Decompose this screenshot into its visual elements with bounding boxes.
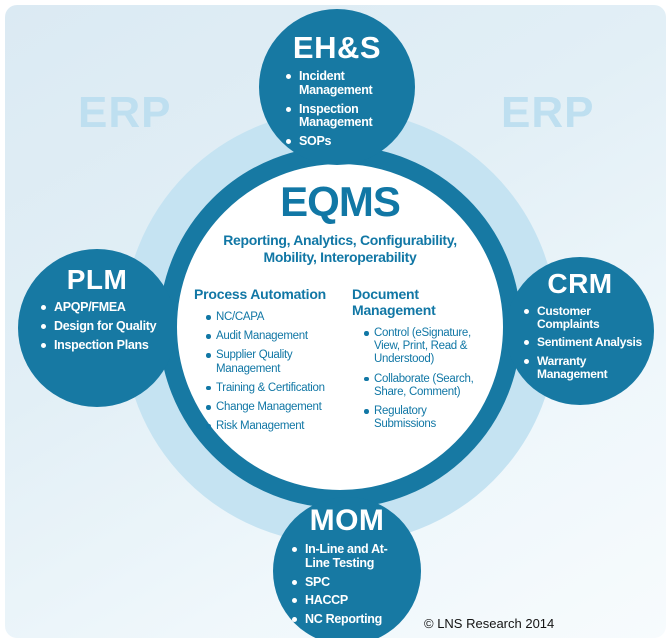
list-item: APQP/FMEA [41, 300, 165, 315]
satellite-plm-title: PLM [66, 264, 128, 295]
list-item: Inspection Management [286, 102, 398, 131]
eqms-core-content: EQMS Reporting, Analytics, Configurabili… [170, 181, 510, 440]
list-item: Training & Certification [206, 382, 352, 395]
erp-watermark-left: ERP [78, 88, 172, 137]
eqms-title: EQMS [280, 178, 401, 225]
list-item: Sentiment Analysis [524, 336, 650, 349]
list-item: SOPs [286, 134, 398, 149]
eqms-columns: Process Automation NC/CAPA Audit Manageme… [170, 286, 510, 440]
satellite-crm-title: CRM [547, 268, 613, 299]
list-item: Warranty Management [524, 354, 650, 381]
list-item: Customer Complaints [524, 304, 650, 331]
copyright-text: © LNS Research 2014 [424, 616, 555, 631]
column-process-automation: Process Automation NC/CAPA Audit Manageme… [194, 286, 352, 440]
column-header: Process Automation [194, 286, 327, 303]
erp-watermark-right: ERP [501, 88, 595, 137]
list-item: Collaborate (Search, Share, Comment) [364, 373, 484, 399]
satellite-ehs-title: EH&S [292, 30, 382, 65]
satellite-mom-title: MOM [309, 504, 385, 537]
column-document-management: Document Management Control (eSignature,… [352, 286, 498, 440]
list-item: Regulatory Submissions [364, 405, 484, 431]
list-item: Supplier Quality Management [206, 349, 352, 375]
list-item: NC Reporting [292, 612, 412, 627]
list-item: NC/CAPA [206, 311, 352, 324]
eqms-subtitle: Reporting, Analytics, Configurability, M… [223, 232, 457, 265]
list-item: Inspection Plans [41, 338, 165, 353]
document-management-list: Control (eSignature, View, Print, Read &… [352, 327, 484, 432]
list-item: SPC [292, 575, 412, 590]
list-item: In-Line and At-Line Testing [292, 542, 412, 571]
list-item: Incident Management [286, 69, 398, 98]
list-item: Control (eSignature, View, Print, Read &… [364, 327, 484, 367]
list-item: HACCP [292, 593, 412, 608]
list-item: Change Management [206, 401, 352, 414]
list-item: Audit Management [206, 330, 352, 343]
column-header: Document Management [352, 286, 436, 319]
list-item: Design for Quality [41, 319, 165, 334]
list-item: Risk Management [206, 420, 352, 433]
